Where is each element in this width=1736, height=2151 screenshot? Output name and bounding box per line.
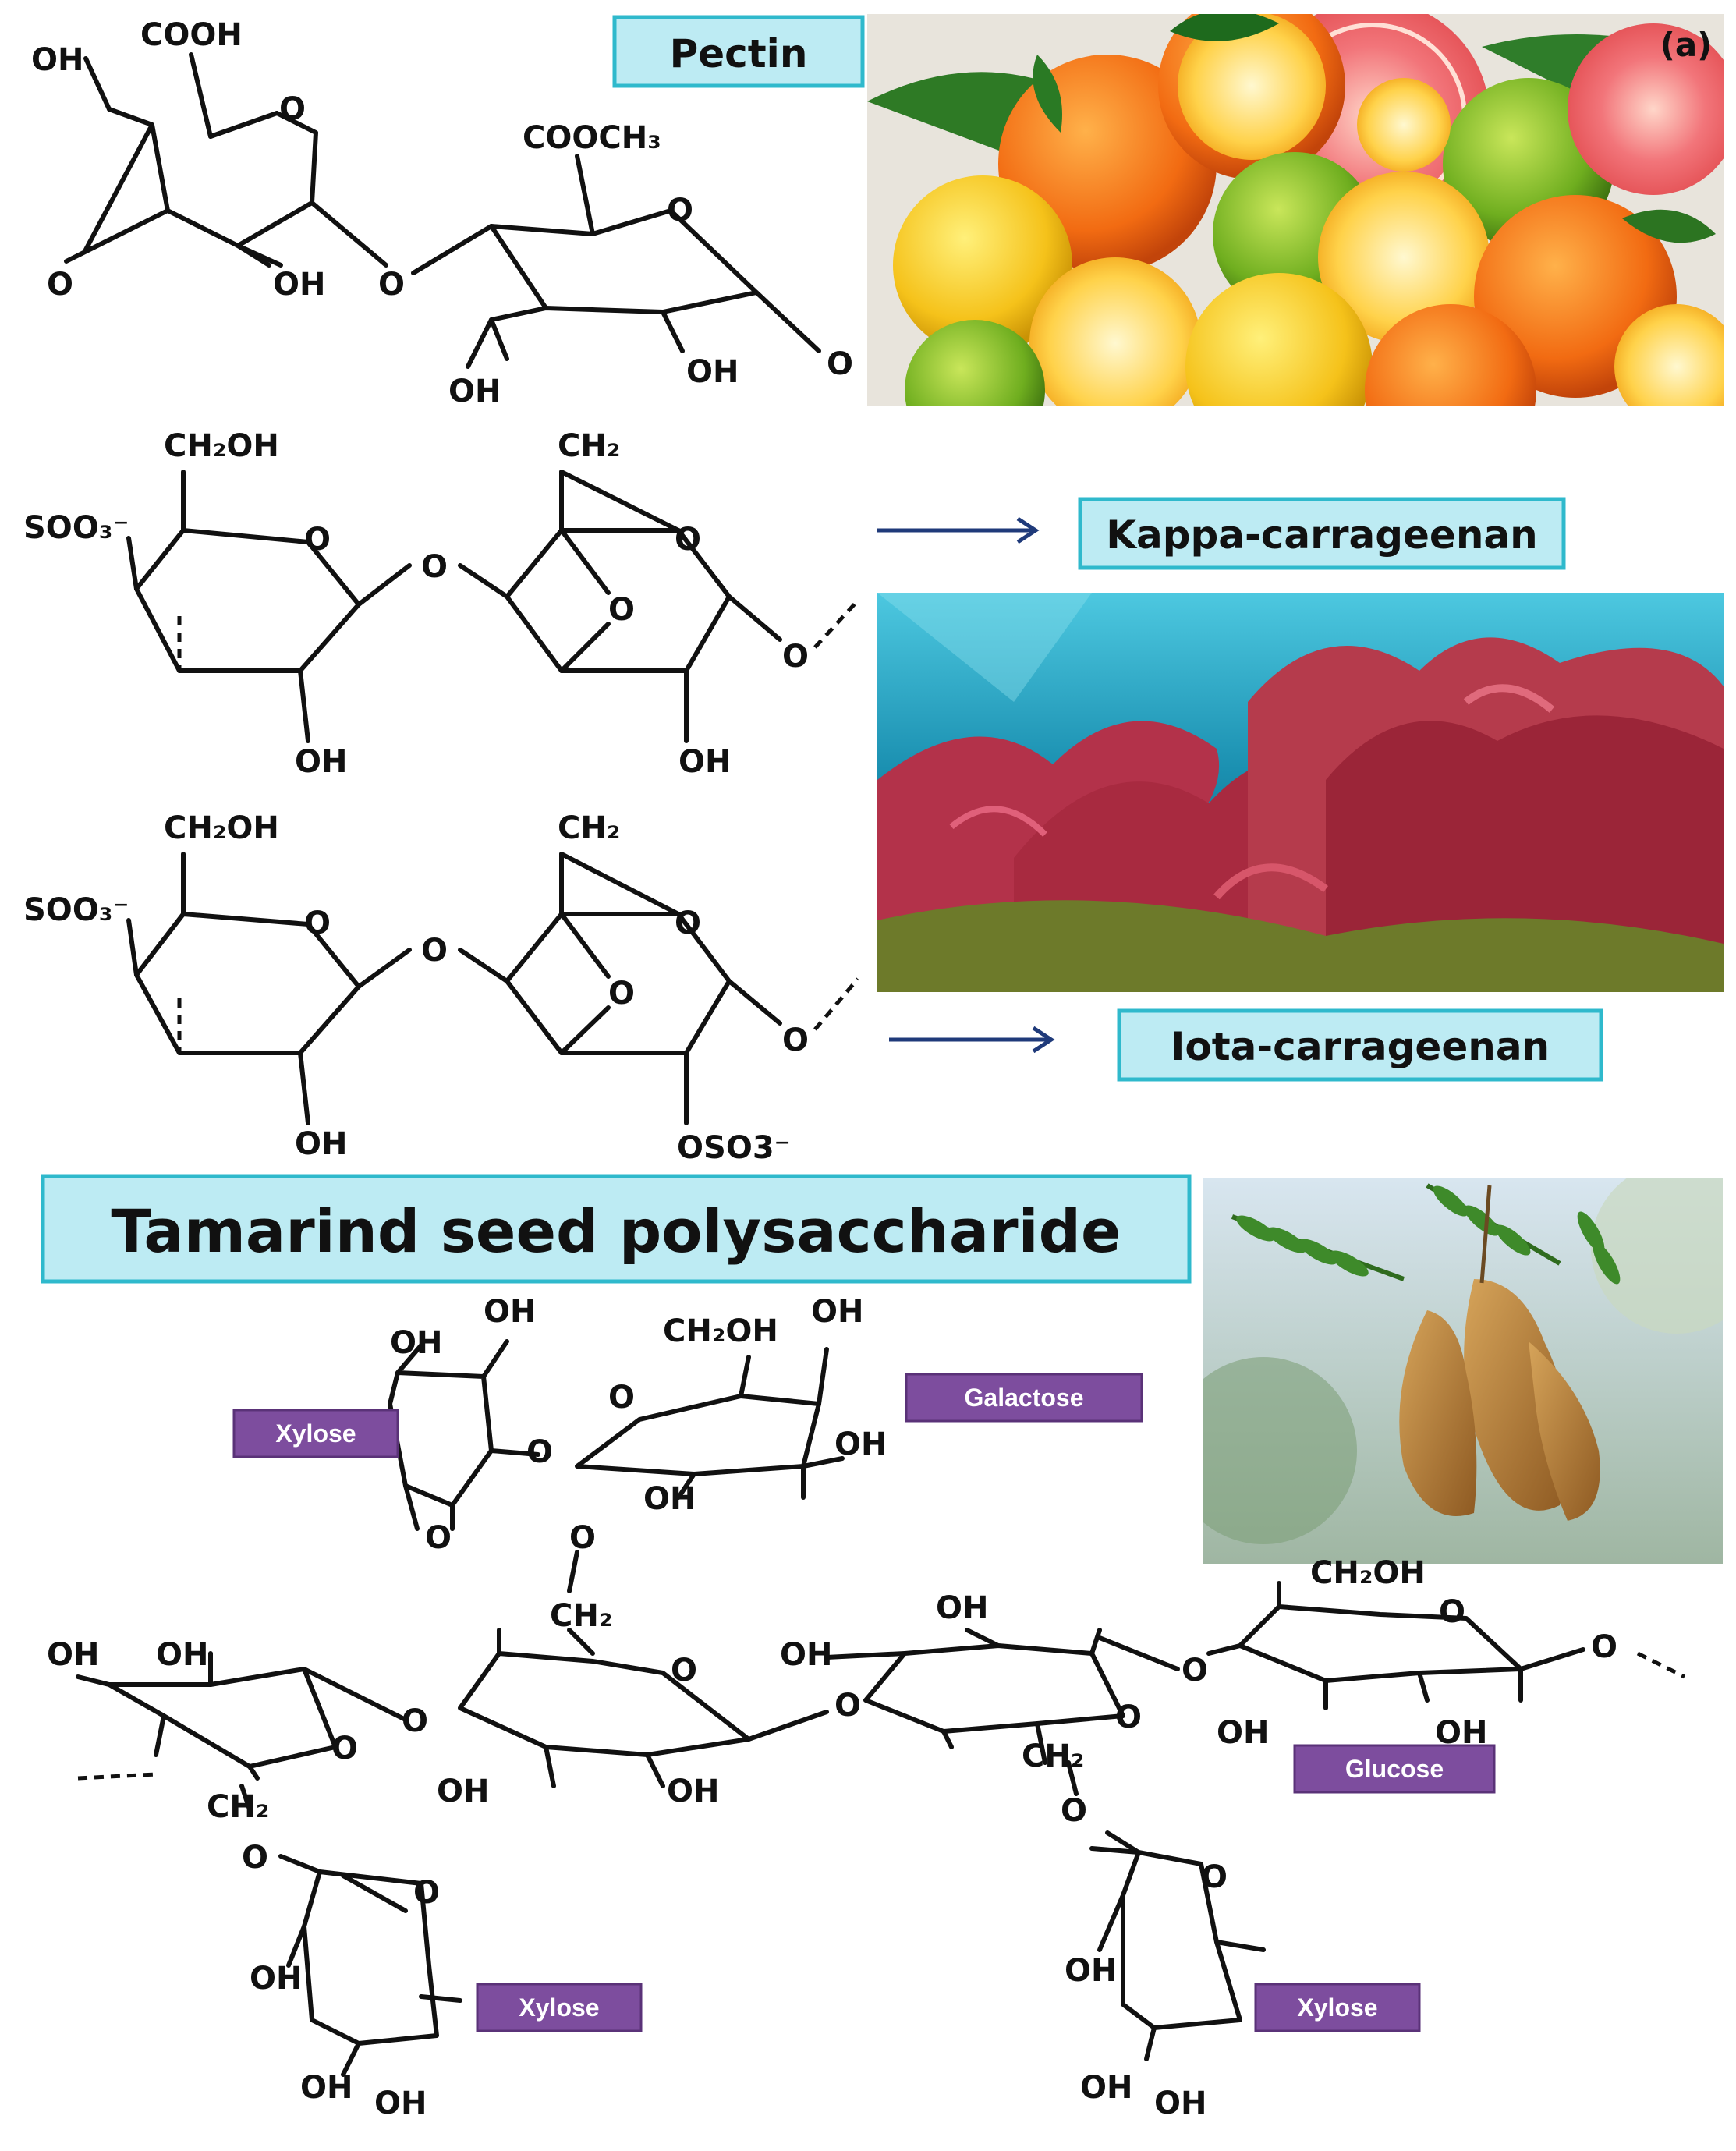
xylose-label: Xylose: [1254, 1983, 1421, 2032]
xylose-label: Xylose: [476, 1983, 643, 2032]
atom-o: O: [1182, 1653, 1208, 1689]
atom-o: O: [1591, 1629, 1617, 1665]
atom-o: O: [526, 1434, 553, 1470]
svg-text:Xylose: Xylose: [1297, 1993, 1377, 2022]
atom-o: O: [608, 592, 635, 628]
atom-ch2: CH₂: [550, 1598, 612, 1634]
atom-ch2oh: CH₂OH: [1310, 1555, 1426, 1591]
svg-text:Xylose: Xylose: [519, 1993, 599, 2022]
atom-so3: SOO₃⁻: [23, 510, 129, 546]
atom-o: O: [304, 905, 331, 941]
atom-o: O: [421, 933, 448, 969]
kappa-arrow: [877, 516, 1040, 544]
atom-oh: OH: [834, 1426, 887, 1462]
atom-oh: OH: [678, 744, 731, 780]
atom-o: O: [675, 522, 701, 558]
atom-oh: OH: [295, 1126, 347, 1162]
kappa-title: Kappa-carrageenan: [1078, 497, 1566, 570]
atom-o: O: [608, 976, 635, 1012]
atom-oh: OH: [936, 1590, 988, 1626]
atom-oh: OH: [390, 1325, 442, 1361]
atom-o: O: [304, 522, 331, 558]
atom-cooch3: COOCH₃: [523, 120, 661, 156]
kappa-carrageenan-structure: CH₂OH SOO₃⁻ O O OH CH₂ O O O OH: [23, 428, 859, 780]
atom-oh: OH: [643, 1481, 696, 1517]
atom-ch2: CH₂: [558, 810, 620, 846]
tamarind-title: Tamarind seed polysaccharide: [41, 1174, 1192, 1284]
atom-o: O: [421, 549, 448, 585]
atom-o: O: [671, 1653, 697, 1689]
iota-arrow: [889, 1026, 1055, 1054]
atom-oh: OH: [1080, 2070, 1132, 2106]
atom-oh: OH: [295, 744, 347, 780]
atom-o: O: [1061, 1793, 1087, 1829]
iota-title: Iota-carrageenan: [1117, 1008, 1603, 1082]
pectin-structure: OH COOH O O OH O COOCH₃ O OH OH O: [31, 17, 853, 409]
atom-ch2: CH₂: [558, 428, 620, 464]
atom-o: O: [1439, 1594, 1465, 1630]
svg-text:Pectin: Pectin: [670, 31, 808, 76]
atom-oh: OH: [1154, 2085, 1206, 2121]
svg-text:Tamarind seed polysaccharide: Tamarind seed polysaccharide: [111, 1196, 1121, 1266]
atom-oh: OH: [484, 1294, 536, 1330]
atom-cooh: COOH: [140, 17, 243, 53]
red-seaweed-photo: [877, 593, 1724, 992]
atom-oh: OH: [448, 374, 501, 409]
atom-ch2: CH₂: [207, 1789, 269, 1825]
atom-ch2oh: CH₂OH: [164, 428, 279, 464]
atom-so3: SOO₃⁻: [23, 892, 129, 928]
atom-oh: OH: [1217, 1715, 1269, 1751]
pectin-title: Pectin: [612, 15, 865, 88]
atom-o: O: [378, 267, 405, 303]
atom-o: O: [1201, 1859, 1228, 1895]
svg-text:Iota-carrageenan: Iota-carrageenan: [1171, 1024, 1550, 1069]
atom-oh: OH: [156, 1637, 208, 1673]
svg-text:Xylose: Xylose: [275, 1419, 356, 1448]
atom-oso3: OSO3⁻: [677, 1130, 791, 1166]
atom-oh: OH: [811, 1294, 863, 1330]
atom-o: O: [782, 639, 809, 675]
svg-text:Kappa-carrageenan: Kappa-carrageenan: [1106, 512, 1538, 558]
tamarind-structure: OH OH CH₂OH OH O O OH OH O O CH₂ OH OH O…: [47, 1294, 1686, 2121]
atom-oh: OH: [31, 42, 83, 78]
atom-ch2: CH₂: [1022, 1738, 1084, 1774]
atom-o: O: [402, 1703, 428, 1739]
svg-text:Glucose: Glucose: [1345, 1755, 1444, 1783]
atom-oh: OH: [273, 267, 325, 303]
atom-oh: OH: [686, 354, 739, 390]
glucose-label: Glucose: [1293, 1744, 1496, 1794]
atom-oh: OH: [1065, 1953, 1117, 1989]
atom-o: O: [608, 1380, 635, 1416]
atom-o: O: [834, 1688, 861, 1724]
panel-label: (a): [1660, 26, 1713, 64]
atom-o: O: [47, 267, 73, 303]
atom-o: O: [1115, 1699, 1142, 1735]
atom-o: O: [425, 1520, 452, 1556]
citrus-fruits-photo: (a): [867, 14, 1724, 406]
atom-o: O: [413, 1875, 440, 1911]
atom-o: O: [331, 1731, 358, 1767]
atom-oh: OH: [780, 1637, 832, 1673]
svg-text:Galactose: Galactose: [965, 1384, 1084, 1412]
atom-oh: OH: [437, 1774, 489, 1809]
iota-carrageenan-structure: CH₂OH SOO₃⁻ O O OH CH₂ O O O OSO3⁻: [23, 810, 859, 1166]
atom-o: O: [279, 91, 306, 127]
atom-o: O: [569, 1520, 596, 1556]
atom-oh: OH: [300, 2070, 353, 2106]
atom-ch2oh: CH₂OH: [164, 810, 279, 846]
atom-o: O: [242, 1840, 268, 1876]
atom-o: O: [782, 1022, 809, 1058]
atom-ch2oh: CH₂OH: [663, 1313, 778, 1349]
atom-oh: OH: [47, 1637, 99, 1673]
atom-o: O: [827, 346, 853, 382]
galactose-label: Galactose: [905, 1373, 1143, 1423]
atom-o: O: [667, 193, 693, 229]
xylose-label: Xylose: [232, 1409, 399, 1458]
atom-o: O: [675, 905, 701, 941]
atom-oh: OH: [250, 1961, 302, 1997]
atom-oh: OH: [667, 1774, 719, 1809]
atom-oh: OH: [374, 2085, 427, 2121]
tamarind-pods-photo: [1203, 1178, 1723, 1564]
